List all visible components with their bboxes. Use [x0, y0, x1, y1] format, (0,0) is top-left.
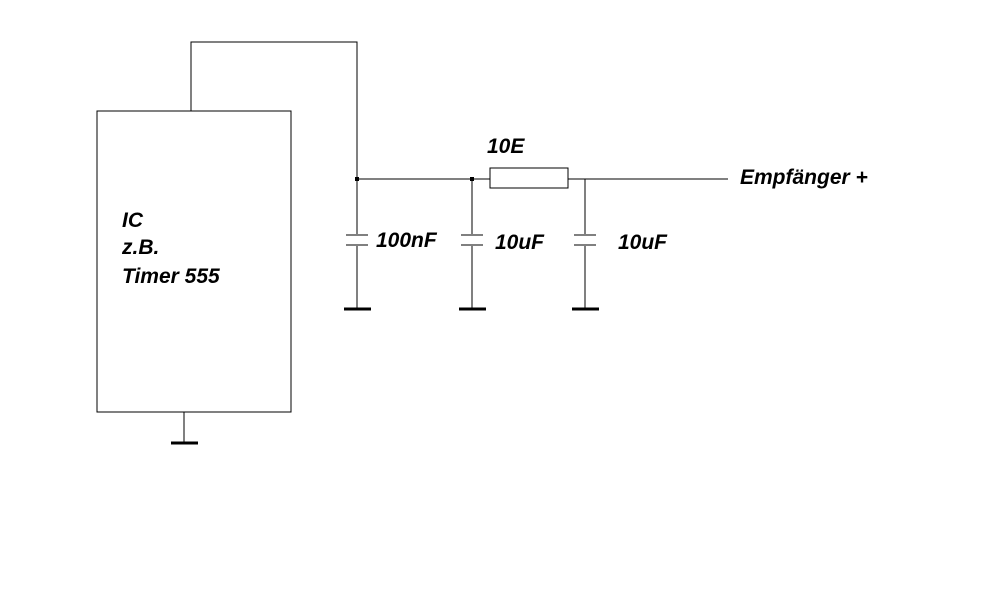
- resistor-body: [489, 167, 569, 189]
- capacitor-1-label: 100nF: [376, 229, 438, 252]
- ic-box: [96, 110, 292, 413]
- supply-wire: [190, 41, 358, 179]
- ic-label-line3: Timer 555: [122, 265, 220, 288]
- capacitor-2: [459, 179, 486, 311]
- capacitor-3-label: 10uF: [618, 231, 668, 254]
- capacitor-1: [344, 179, 371, 311]
- ic-label-line2: z.B.: [121, 236, 159, 259]
- resistor-label: 10E: [487, 135, 525, 158]
- output-label: Empfänger +: [740, 166, 868, 189]
- capacitor-2-label: 10uF: [495, 231, 545, 254]
- capacitor-3: [572, 179, 599, 311]
- ic-label-line1: IC: [122, 209, 144, 232]
